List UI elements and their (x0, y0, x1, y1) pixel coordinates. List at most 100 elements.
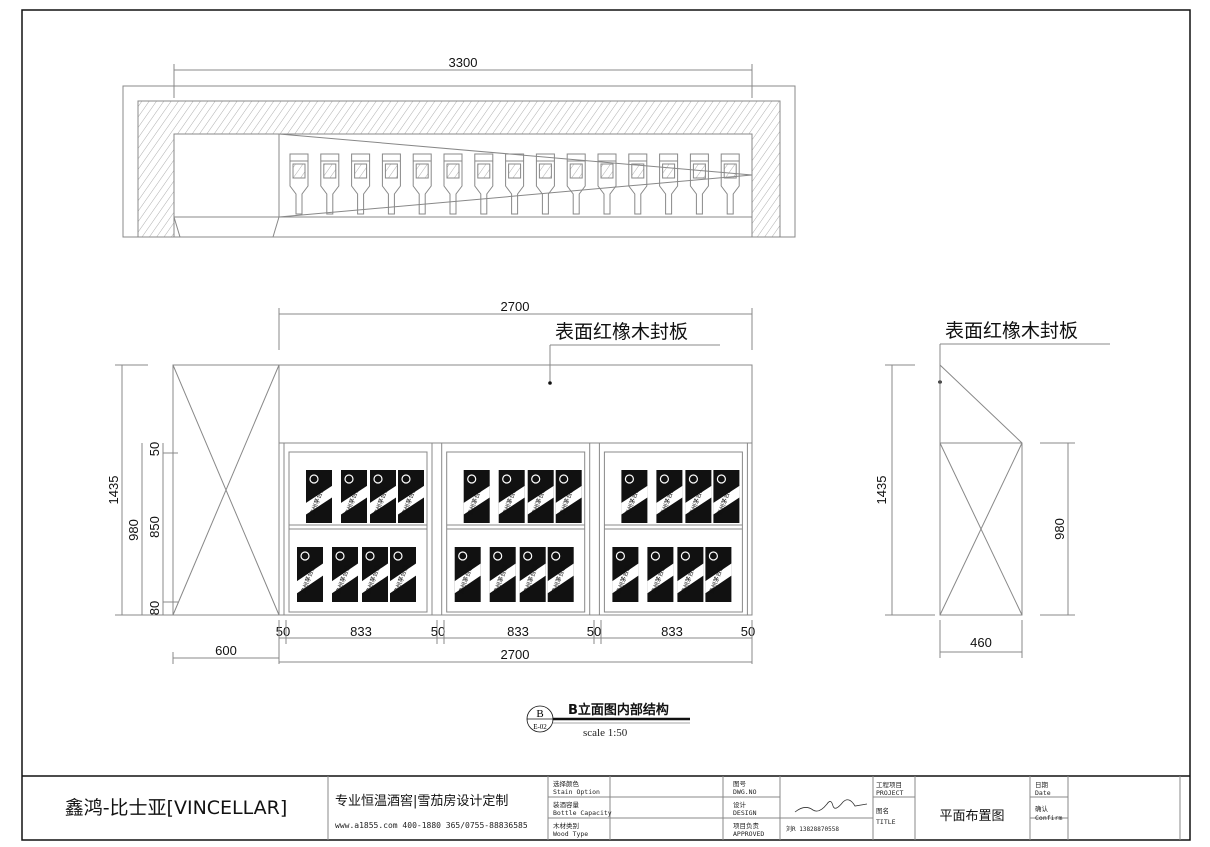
liquor-box: 贵州茅台酒 (677, 547, 704, 602)
company-slogan: 专业恒温酒窖|雪茄房设计定制 (335, 793, 508, 809)
wall-hatch (137, 100, 781, 238)
liquor-box: 贵州茅台酒 (713, 470, 740, 523)
plan-bottle (659, 153, 679, 215)
plan-bottle (351, 153, 371, 215)
dim-front-cabinet-height: 980 (126, 519, 141, 541)
sheet-border (21, 9, 1191, 841)
liquor-box: 贵州茅台酒 (341, 470, 367, 523)
title-label-cn: 图名 (876, 806, 889, 815)
plan-bottle (566, 153, 586, 215)
title-label-en: TITLE (876, 818, 896, 826)
title-block: 鑫鸿-比士亚[VINCELLAR] 专业恒温酒窖|雪茄房设计定制 www.a18… (22, 775, 1190, 840)
plan-bottle (474, 153, 494, 215)
dim-side-total-height: 1435 (874, 476, 889, 505)
liquor-box: 贵州茅台酒 (547, 547, 574, 602)
dim-front-bottom-total: 2700 (501, 647, 530, 662)
plan-bottle (535, 153, 555, 215)
liquor-box: 贵州茅台酒 (370, 470, 396, 523)
liquor-box: 贵州茅台酒 (398, 470, 424, 523)
dim-bay-width: 833 (661, 624, 683, 639)
liquor-box: 贵州茅台酒 (656, 470, 683, 523)
liquor-box: 贵州茅台酒 (297, 547, 323, 602)
liquor-box: 贵州茅台酒 (454, 547, 481, 602)
company-name: 鑫鸿-比士亚[VINCELLAR] (65, 797, 288, 819)
liquor-box: 贵州茅台酒 (527, 470, 554, 523)
plan-bottle (289, 153, 309, 215)
field-label-cn: 木材类别 (553, 821, 579, 830)
liquor-box: 贵州茅台酒 (463, 470, 490, 523)
dim-front-inner-height: 850 (147, 516, 162, 538)
project-label-en: PROJECT (876, 789, 903, 797)
drawing-field-cn: 设计 (733, 800, 747, 809)
plan-bottle (320, 153, 340, 215)
field-label-cn: 选择颜色 (553, 779, 580, 788)
liquor-box: 贵州茅台酒 (362, 547, 388, 602)
plan-bottle (720, 153, 740, 215)
side-material-note: 表面红橡木封板 (945, 320, 1078, 342)
date-label-cn: 日期 (1035, 781, 1049, 789)
dim-plan-total: 3300 (449, 55, 478, 70)
liquor-box: 贵州茅台酒 (621, 470, 648, 523)
dim-bay-width: 50 (741, 624, 755, 639)
drawing-title: 平面布置图 (939, 809, 1004, 824)
liquor-box: 贵州茅台酒 (647, 547, 674, 602)
front-elevation: 2700 表面红橡木封板 贵州茅台酒贵州茅台酒贵州茅台酒贵州茅台酒贵州茅台酒贵州… (106, 299, 755, 664)
liquor-box: 贵州茅台酒 (705, 547, 732, 602)
plan-bottle (689, 153, 709, 215)
date-label-en: Date (1035, 789, 1051, 797)
project-label-cn: 工程项目 (876, 780, 902, 789)
field-label-en: Wood Type (553, 830, 588, 838)
approver-contact: 刘R 13828870558 (786, 825, 839, 833)
liquor-box: 贵州茅台酒 (519, 547, 546, 602)
drawing-field-cn: 项目负责 (733, 821, 760, 830)
plan-bottle (597, 153, 617, 215)
front-material-note: 表面红橡木封板 (555, 321, 688, 343)
confirm-label-en: Confirm (1035, 814, 1062, 822)
drawing-field-cn: 图号 (733, 780, 747, 788)
company-contact: www.a1855.com 400-1880 365/0755-88836585 (335, 821, 528, 830)
liquor-box: 贵州茅台酒 (555, 470, 582, 523)
dim-bay-width: 833 (507, 624, 529, 639)
dim-bay-width: 50 (276, 624, 290, 639)
dim-side-width: 460 (970, 635, 992, 650)
side-elevation: 表面红橡木封板 1435 980 460 (874, 320, 1110, 658)
dim-side-box-width: 600 (215, 643, 237, 658)
drawing-field-en: APPROVED (733, 830, 764, 838)
dim-front-base: 80 (147, 601, 162, 615)
liquor-box: 贵州茅台酒 (498, 470, 525, 523)
plan-view: 3300 (122, 55, 796, 238)
liquor-box: 贵州茅台酒 (306, 470, 332, 523)
view-caption: B E-02 B立面图内部结构 scale 1:50 (526, 702, 690, 739)
dim-front-top: 2700 (501, 299, 530, 314)
liquor-box: 贵州茅台酒 (685, 470, 712, 523)
wine-bay: 贵州茅台酒贵州茅台酒贵州茅台酒贵州茅台酒贵州茅台酒贵州茅台酒贵州茅台酒贵州茅台酒 (441, 442, 591, 616)
confirm-label-cn: 确认 (1035, 804, 1049, 813)
dim-bay-width: 50 (431, 624, 445, 639)
designer-signature (794, 799, 868, 813)
caption-marker-letter: B (536, 708, 543, 720)
wine-bay: 贵州茅台酒贵州茅台酒贵州茅台酒贵州茅台酒贵州茅台酒贵州茅台酒贵州茅台酒贵州茅台酒 (598, 442, 748, 616)
caption-title: B立面图内部结构 (568, 702, 669, 718)
plan-bottle (412, 153, 432, 215)
liquor-box: 贵州茅台酒 (489, 547, 516, 602)
plan-bottle (381, 153, 401, 215)
liquor-box: 贵州茅台酒 (390, 547, 416, 602)
dim-bay-width: 50 (587, 624, 601, 639)
liquor-box: 贵州茅台酒 (612, 547, 639, 602)
field-label-en: Stain Option (553, 788, 600, 796)
caption-marker-sheet: E-02 (533, 723, 547, 731)
field-label-en: Bottle Capacity (553, 809, 612, 817)
drawing-field-en: DWG.NO (733, 788, 757, 796)
drawing-field-en: DESIGN (733, 809, 757, 817)
dim-front-total-height: 1435 (106, 476, 121, 505)
caption-scale: scale 1:50 (583, 727, 628, 739)
plan-bottle (443, 153, 463, 215)
dim-front-top-rail: 50 (147, 442, 162, 456)
dim-bay-width: 833 (350, 624, 372, 639)
wine-bay: 贵州茅台酒贵州茅台酒贵州茅台酒贵州茅台酒贵州茅台酒贵州茅台酒贵州茅台酒贵州茅台酒 (283, 442, 433, 616)
dim-side-cabinet-height: 980 (1052, 518, 1067, 540)
field-label-cn: 装酒容量 (553, 800, 580, 809)
plan-bottle (505, 153, 525, 215)
plan-bottle (628, 153, 648, 215)
